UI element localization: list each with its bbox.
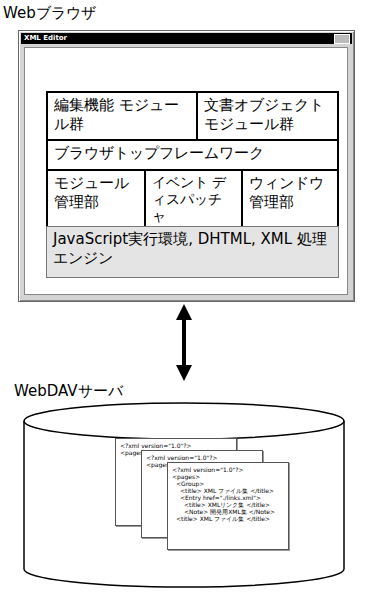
xml-line: <?xml version="1.0"?> <box>120 442 232 449</box>
browser-window: WebブラウザXML Editor編集機能 モジュール群文書オブジェクト モジュ… <box>18 30 355 302</box>
double-arrow <box>182 308 186 377</box>
module-box: モジュール 管理部 <box>46 169 146 228</box>
framework-band: ブラウザトップフレームワーク <box>46 139 339 171</box>
cylinder-body <box>24 421 344 587</box>
xml-line: <Note> 開発用XML集 </Note> <box>172 508 284 515</box>
module-box: 文書オブジェクト モジュール群 <box>196 91 339 141</box>
box-label: モジュール 管理部 <box>54 174 138 212</box>
xml-line: <title> XML ファイル集 </title> <box>172 515 284 522</box>
box-label: 編集機能 モジュール群 <box>54 96 190 134</box>
cylinder-top <box>24 403 344 439</box>
xml-line: <?xml version="1.0"?> <box>146 454 258 461</box>
title-bar: XML Editor <box>21 33 352 44</box>
box-label: JavaScript実行環境, DHTML, XML 処理エンジン <box>53 230 332 268</box>
xml-line: <pages> <box>172 473 284 480</box>
window-heading: Webブラウザ <box>3 4 96 23</box>
box-label: イベント ディスパッチャ <box>152 174 235 225</box>
server-label: WebDAVサーバ <box>14 382 123 401</box>
xml-line: <Entry href="./links.xml"> <box>172 494 284 501</box>
module-box: ウィンドウ 管理部 <box>241 169 339 228</box>
xml-line: <?xml version="1.0"?> <box>172 466 284 473</box>
webdav-server: WebDAVサーバ<?xml version="1.0"?><pages><?x… <box>20 383 348 591</box>
box-label: ブラウザトップフレームワーク <box>54 144 331 163</box>
module-box: イベント ディスパッチャ <box>144 169 243 228</box>
window-button <box>334 34 350 44</box>
module-box: 編集機能 モジュール群 <box>46 91 198 141</box>
xml-line: <title> XML ファイル集 </title> <box>172 487 284 494</box>
runtime-band: JavaScript実行環境, DHTML, XML 処理エンジン <box>46 226 339 278</box>
xml-line: <title> XMLリンク集 </title> <box>172 501 284 508</box>
box-label: 文書オブジェクト モジュール群 <box>204 96 331 134</box>
title-text: XML Editor <box>24 34 67 43</box>
xml-document: <?xml version="1.0"?><pages><Group><titl… <box>167 462 289 550</box>
box-label: ウィンドウ 管理部 <box>249 174 331 212</box>
xml-line: <Group> <box>172 480 284 487</box>
